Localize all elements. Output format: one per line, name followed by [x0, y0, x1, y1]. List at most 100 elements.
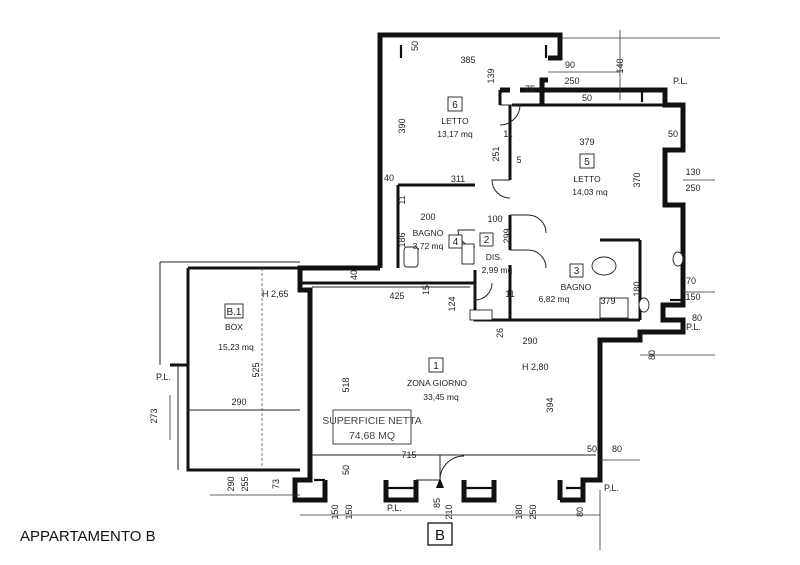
svg-text:50: 50	[668, 129, 678, 139]
svg-text:15,23 mq: 15,23 mq	[218, 342, 254, 352]
svg-text:150: 150	[330, 504, 340, 519]
svg-text:P.L.: P.L.	[156, 372, 171, 382]
svg-text:90: 90	[565, 60, 575, 70]
svg-text:210: 210	[444, 504, 454, 519]
svg-text:715: 715	[401, 450, 416, 460]
svg-text:75: 75	[525, 84, 535, 94]
svg-text:1: 1	[433, 361, 439, 372]
svg-text:33,45 mq: 33,45 mq	[423, 392, 459, 402]
surface-box: SUPERFICIE NETTA 74,68 MQ	[322, 409, 422, 445]
svg-text:11: 11	[503, 129, 512, 139]
block-letter-b: B	[427, 522, 453, 546]
svg-text:6: 6	[452, 100, 458, 111]
svg-text:2,99 mq: 2,99 mq	[482, 265, 513, 275]
room-label-3: 3 BAGNO 6,82 mq	[539, 263, 592, 304]
svg-text:P.L.: P.L.	[604, 483, 619, 493]
svg-text:11: 11	[397, 195, 407, 204]
svg-text:LETTO: LETTO	[573, 174, 601, 184]
dimension-lines	[169, 30, 720, 550]
svg-text:50: 50	[587, 444, 597, 454]
exterior-walls	[170, 32, 686, 503]
doors	[416, 104, 547, 481]
svg-text:290: 290	[522, 336, 537, 346]
svg-text:180: 180	[632, 281, 642, 296]
svg-text:73: 73	[271, 479, 281, 489]
svg-text:250: 250	[685, 183, 700, 193]
svg-text:14,03 mq: 14,03 mq	[572, 187, 608, 197]
svg-text:BOX: BOX	[225, 322, 243, 332]
svg-text:85: 85	[432, 498, 442, 508]
window-ticks	[314, 45, 683, 490]
svg-text:290: 290	[226, 476, 236, 491]
svg-text:13,17 mq: 13,17 mq	[437, 129, 473, 139]
svg-text:3,72 mq: 3,72 mq	[413, 241, 444, 251]
wall-living-bottom	[383, 480, 563, 503]
svg-text:250: 250	[564, 76, 579, 86]
room-label-6: 6 LETTO 13,17 mq	[437, 96, 473, 139]
height-label-living: H 2,80	[522, 362, 549, 372]
svg-text:4: 4	[453, 237, 459, 248]
entrance-arrow-icon	[436, 478, 444, 488]
svg-text:425: 425	[389, 291, 404, 301]
svg-text:255: 255	[240, 476, 250, 491]
wall-living	[292, 265, 380, 503]
dimension-labels: 50 385 90 250 140 139 75 50 390 11 379 5…	[149, 41, 702, 520]
svg-text:273: 273	[149, 408, 159, 423]
svg-text:130: 130	[685, 167, 700, 177]
svg-text:186: 186	[397, 232, 407, 247]
svg-text:50: 50	[582, 93, 592, 103]
svg-text:80: 80	[575, 507, 585, 517]
page-title: APPARTAMENTO B	[20, 528, 156, 545]
svg-text:SUPERFICIE NETTA: SUPERFICIE NETTA	[322, 415, 422, 427]
svg-text:370: 370	[632, 172, 642, 187]
svg-text:250: 250	[528, 504, 538, 519]
wall-inner-1	[300, 90, 665, 285]
height-label-box: H 2,65	[262, 289, 289, 299]
wall-bedroom6	[377, 32, 563, 268]
svg-text:311: 311	[451, 174, 465, 184]
svg-text:80: 80	[692, 313, 702, 323]
svg-text:50: 50	[341, 465, 351, 475]
wall-garage	[170, 266, 300, 472]
svg-text:3: 3	[574, 266, 580, 277]
pl-labels: P.L. P.L. P.L. P.L. P.L.	[156, 76, 701, 513]
svg-text:40: 40	[384, 173, 394, 183]
room-label-5: 5 LETTO 14,03 mq	[572, 153, 608, 197]
svg-text:5: 5	[584, 157, 590, 168]
svg-text:15: 15	[421, 285, 431, 295]
room-label-2: 2 DIS. 2,99 mq	[479, 232, 513, 275]
svg-text:P.L.: P.L.	[673, 76, 688, 86]
svg-text:B.1: B.1	[226, 307, 241, 318]
svg-text:40: 40	[349, 270, 359, 280]
room-label-b1: B.1 BOX 15,23 mq	[218, 303, 254, 352]
svg-text:BAGNO: BAGNO	[413, 228, 444, 238]
svg-text:LETTO: LETTO	[441, 116, 469, 126]
svg-text:379: 379	[600, 296, 615, 306]
fixtures	[403, 243, 684, 321]
svg-text:385: 385	[460, 55, 475, 65]
svg-text:124: 124	[447, 296, 457, 311]
svg-text:290: 290	[231, 397, 246, 407]
svg-text:299: 299	[502, 228, 512, 243]
svg-text:390: 390	[397, 118, 407, 133]
svg-text:P.L.: P.L.	[387, 503, 402, 513]
svg-text:B: B	[435, 527, 445, 544]
svg-text:50: 50	[410, 41, 420, 51]
svg-text:5: 5	[516, 155, 521, 165]
svg-text:394: 394	[545, 397, 555, 412]
svg-text:P.L.: P.L.	[686, 322, 701, 332]
svg-text:200: 200	[420, 212, 435, 222]
svg-text:ZONA GIORNO: ZONA GIORNO	[407, 378, 467, 388]
svg-text:139: 139	[486, 68, 496, 83]
svg-text:150: 150	[685, 292, 700, 302]
room-label-4: 4 BAGNO 3,72 mq	[413, 228, 463, 251]
svg-text:518: 518	[341, 377, 351, 392]
svg-text:11: 11	[505, 289, 514, 299]
svg-text:BAGNO: BAGNO	[561, 282, 592, 292]
svg-text:100: 100	[487, 214, 502, 224]
svg-text:80: 80	[612, 444, 622, 454]
svg-text:379: 379	[579, 137, 594, 147]
svg-text:251: 251	[491, 146, 501, 161]
svg-text:180: 180	[514, 504, 524, 519]
